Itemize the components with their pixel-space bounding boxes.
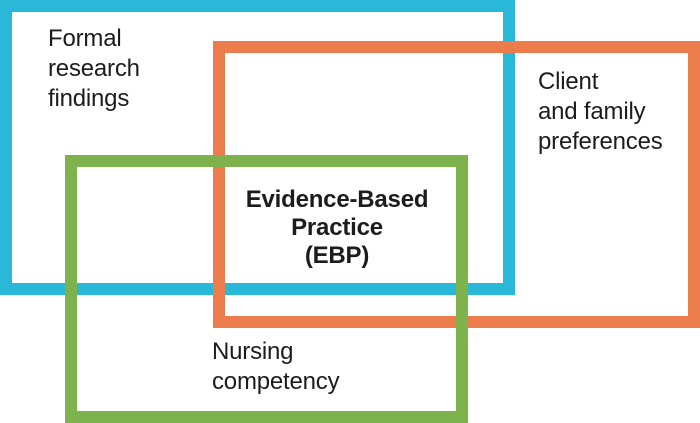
nursing-competency-box xyxy=(65,155,468,423)
client-family-label: Client and family preferences xyxy=(538,68,663,155)
formal-research-box xyxy=(0,0,515,295)
formal-research-label: Formal research findings xyxy=(48,25,140,112)
ebp-center-label: Evidence-Based Practice (EBP) xyxy=(245,186,429,269)
nursing-competency-label: Nursing competency xyxy=(212,338,340,395)
